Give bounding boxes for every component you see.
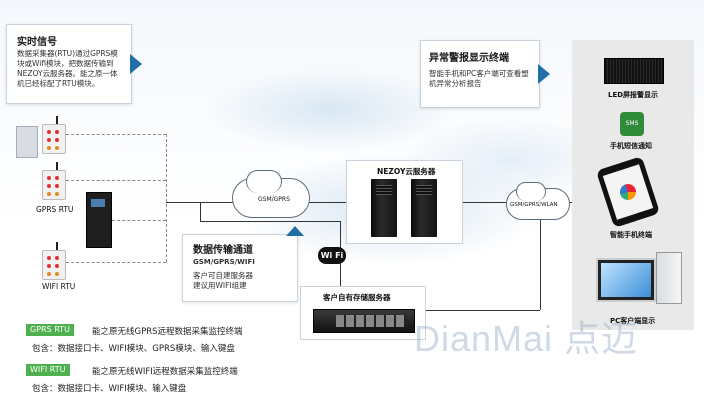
led-label: LED屏报警显示 bbox=[608, 91, 659, 99]
phone-screen bbox=[602, 164, 654, 220]
data-transfer-text: 客户可自建服务器 建议用WIFI组建 bbox=[193, 271, 253, 290]
alarm-terminal-text: 智能手机和PC客户端可查看塑机异常分析报告 bbox=[429, 69, 529, 88]
legend-gprs-includes: 包含：数据接口卡、WIFI模块、GPRS模块、输入键盘 bbox=[32, 344, 235, 354]
pie-chart-icon bbox=[617, 181, 639, 203]
realtime-signal-title: 实时信号 bbox=[17, 37, 57, 48]
link-line bbox=[200, 202, 201, 222]
rtu-device bbox=[42, 124, 66, 154]
pc-screen bbox=[601, 263, 651, 297]
rtu-link-line bbox=[66, 180, 166, 181]
network-cloud-left bbox=[232, 178, 310, 218]
cloud-right-label: GSM/GPRS/WLAN bbox=[510, 202, 558, 208]
watermark: DianMai 点迈 bbox=[414, 318, 639, 359]
realtime-signal-callout: 实时信号 数据采集器(RTU)通过GPRS模块或Wifi模块，把数据传输到NEZ… bbox=[6, 24, 132, 104]
cloud-left-label: GSM/GPRS bbox=[258, 196, 290, 203]
realtime-signal-text: 数据采集器(RTU)通过GPRS模块或Wifi模块，把数据传输到NEZOY云服务… bbox=[17, 49, 118, 88]
drive-bay bbox=[336, 315, 406, 327]
rtu-bus-line bbox=[166, 134, 167, 262]
alarm-terminal-title: 异常警报显示终端 bbox=[429, 53, 509, 64]
smartphone-label: 智能手机终端 bbox=[610, 231, 652, 239]
legend-wifi-desc: 能之原无线WIFI远程数据采集监控终端 bbox=[92, 367, 238, 377]
antenna-icon bbox=[56, 162, 58, 170]
alarm-arrow-icon bbox=[538, 64, 550, 84]
link-line bbox=[461, 202, 509, 203]
control-cabinet bbox=[86, 192, 112, 248]
sms-label: 手机短信通知 bbox=[610, 142, 652, 150]
server-rack-icon bbox=[411, 179, 437, 237]
cabinet-screen bbox=[91, 199, 105, 207]
gprs-rtu-label: GPRS RTU bbox=[36, 205, 74, 214]
link-line bbox=[200, 221, 340, 222]
rack-server-icon bbox=[313, 309, 415, 333]
led-screen-icon bbox=[604, 58, 664, 84]
smartphone-icon bbox=[595, 156, 661, 228]
link-line bbox=[166, 202, 236, 203]
rtu-link-line bbox=[66, 134, 166, 135]
pc-label: PC客户端显示 bbox=[610, 317, 656, 325]
legend-gprs-tag: GPRS RTU bbox=[26, 324, 74, 336]
link-line bbox=[540, 212, 541, 266]
legend-gprs-desc: 能之原无线GPRS远程数据采集监控终端 bbox=[92, 327, 243, 337]
data-transfer-callout: 数据传输通道 GSM/GPRS/WIFI 客户可自建服务器 建议用WIFI组建 bbox=[182, 234, 298, 302]
rtu-display-unit bbox=[16, 126, 38, 158]
data-transfer-subtitle: GSM/GPRS/WIFI bbox=[193, 258, 255, 266]
server-label: NEZOY云服务器 bbox=[377, 167, 436, 176]
wifi-icon: Wi Fi bbox=[318, 247, 346, 264]
cloud-bump bbox=[246, 170, 282, 193]
cloud-bump bbox=[516, 182, 546, 201]
legend-wifi-includes: 包含：数据接口卡、WIFI模块、输入键盘 bbox=[32, 384, 187, 394]
storage-label: 客户自有存储服务器 bbox=[323, 293, 391, 302]
wifi-rtu-label: WIFI RTU bbox=[42, 282, 76, 291]
alarm-terminal-callout: 异常警报显示终端 智能手机和PC客户端可查看塑机异常分析报告 bbox=[420, 40, 540, 108]
realtime-arrow-icon bbox=[130, 54, 142, 74]
terminals-panel: LED屏报警显示 SMS 手机短信通知 智能手机终端 PC客户端显示 bbox=[572, 40, 694, 330]
pc-monitor-icon bbox=[596, 258, 656, 302]
link-line bbox=[540, 266, 541, 310]
pc-tower-icon bbox=[656, 252, 682, 304]
legend-wifi-tag: WIFI RTU bbox=[26, 364, 70, 376]
link-line bbox=[424, 310, 540, 311]
link-line bbox=[306, 202, 346, 203]
rtu-link-line bbox=[66, 262, 166, 263]
transfer-arrow-icon bbox=[286, 226, 304, 236]
customer-storage-server: 客户自有存储服务器 bbox=[300, 286, 426, 340]
antenna-icon bbox=[56, 242, 58, 250]
antenna-icon bbox=[56, 116, 58, 124]
rtu-link-line bbox=[112, 220, 166, 221]
sms-icon: SMS bbox=[620, 112, 644, 136]
data-transfer-title: 数据传输通道 bbox=[193, 245, 253, 256]
server-rack-icon bbox=[371, 179, 397, 237]
nezoy-cloud-server: NEZOY云服务器 bbox=[346, 160, 463, 244]
rtu-device bbox=[42, 170, 66, 200]
rtu-device bbox=[42, 250, 66, 280]
